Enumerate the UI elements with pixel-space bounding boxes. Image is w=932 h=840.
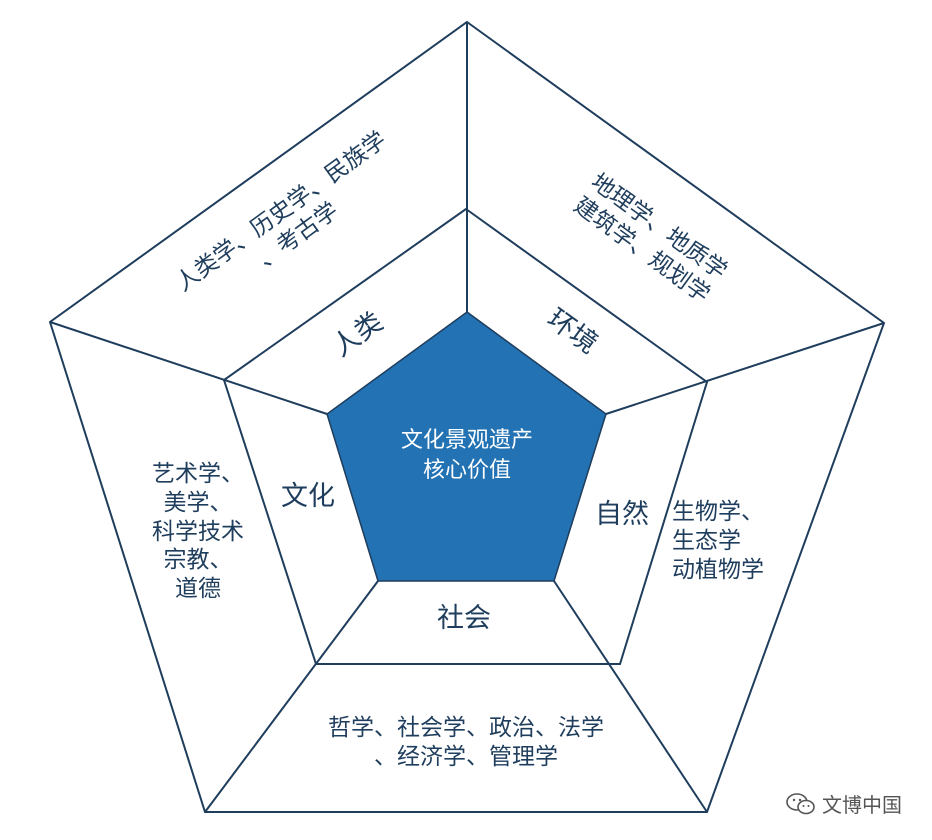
wechat-icon — [786, 792, 815, 814]
outer-label-society-line2: 、经济学、管理学 — [374, 743, 558, 770]
outer-pentagon — [48, 20, 886, 813]
spoke-bottom-right — [553, 580, 708, 813]
outer-label-culture-line5: 道德 — [175, 576, 221, 602]
middle-pentagon — [222, 207, 709, 665]
spoke-left — [49, 321, 328, 415]
outer-label-culture-line3: 科学技术 — [152, 518, 244, 545]
outer-label-culture-line2: 美学、 — [163, 489, 233, 516]
watermark: 文博中国 — [786, 789, 902, 818]
outer-label-society-line1: 哲学、社会学、政治、法学 — [328, 715, 604, 741]
core-label-line1: 文化景观遗产 — [400, 428, 533, 453]
middle-label-nature: 自然 — [595, 499, 649, 530]
middle-label-society: 社会 — [437, 603, 491, 634]
outer-label-nature-line2: 生态学 — [672, 527, 741, 554]
outer-label-culture-line4: 宗教、 — [163, 547, 233, 574]
middle-label-culture: 文化 — [281, 481, 335, 512]
spoke-bottom-left — [204, 580, 379, 813]
outer-label-nature-line1: 生物学、 — [672, 499, 764, 525]
core-pentagon — [326, 311, 607, 582]
outer-label-culture-line1: 艺术学、 — [152, 461, 244, 487]
outer-label-culture: 艺术学、 美学、 科学技术 宗教、 道德 — [133, 460, 263, 604]
spoke-right — [605, 322, 885, 415]
watermark-text: 文博中国 — [822, 793, 902, 817]
outer-label-nature: 生物学、 生态学 动植物学 — [672, 498, 792, 584]
outer-label-nature-line3: 动植物学 — [672, 556, 764, 583]
core-label: 文化景观遗产 核心价值 — [367, 426, 567, 485]
outer-label-society: 哲学、社会学、政治、法学 、经济学、管理学 — [286, 714, 646, 772]
core-label-line2: 核心价值 — [422, 457, 511, 483]
